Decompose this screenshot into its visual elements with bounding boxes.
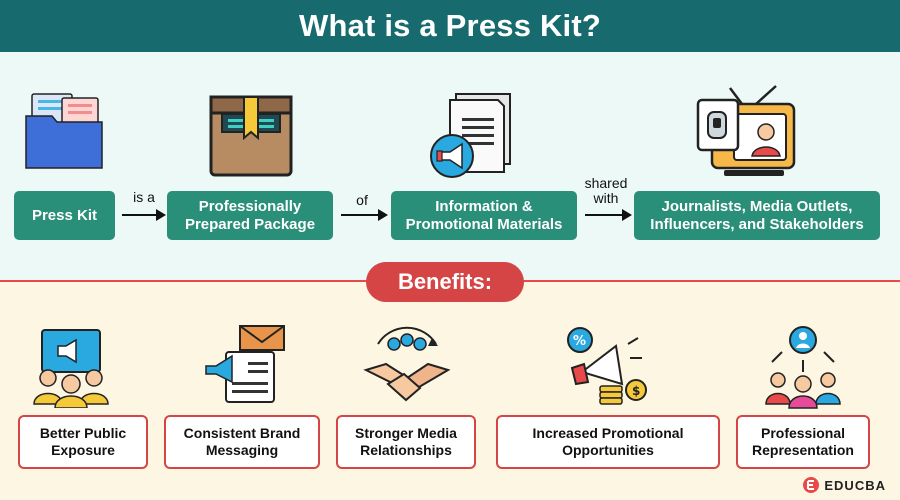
- benefits-title: Benefits:: [366, 262, 524, 302]
- benefit-better-public-exposure: Better Public Exposure: [18, 415, 148, 469]
- page-title: What is a Press Kit?: [0, 0, 900, 52]
- brand-logo-icon: [803, 477, 820, 493]
- svg-text:$: $: [632, 384, 640, 398]
- benefit-consistent-brand-messaging: Consistent Brand Messaging: [164, 415, 320, 469]
- brand-message-icon: [205, 325, 285, 403]
- press-kit-box: Press Kit: [14, 191, 115, 240]
- brand-logo: EDUCBA: [802, 476, 886, 494]
- benefit-stronger-media-relationships: Stronger Media Relationships: [336, 415, 476, 469]
- handshake-icon: [363, 326, 451, 402]
- media-tv-icon: [696, 85, 796, 176]
- audience-presentation-icon: [33, 329, 109, 408]
- svg-text:%: %: [573, 334, 586, 349]
- promotion-megaphone-icon: % $: [567, 327, 647, 405]
- brand-name: EDUCBA: [824, 477, 886, 493]
- connector-is-a: is a: [133, 189, 155, 205]
- benefit-increased-promotional-opportunities: Increased Promotional Opportunities: [496, 415, 720, 469]
- professional-network-icon: [765, 326, 841, 409]
- arrow-2: [341, 209, 388, 221]
- connector-shared-with: shared with: [584, 175, 628, 206]
- documents-megaphone-icon: [430, 93, 511, 178]
- package-box: Professionally Prepared Package: [167, 191, 333, 240]
- connector-of: of: [356, 192, 368, 208]
- package-box-icon: [209, 95, 293, 177]
- arrow-1: [122, 209, 166, 221]
- audience-box: Journalists, Media Outlets, Influencers,…: [634, 191, 880, 240]
- folder-icon: [25, 93, 103, 169]
- arrow-3: [585, 209, 632, 221]
- materials-box: Information & Promotional Materials: [391, 191, 577, 240]
- benefit-professional-representation: Professional Representation: [736, 415, 870, 469]
